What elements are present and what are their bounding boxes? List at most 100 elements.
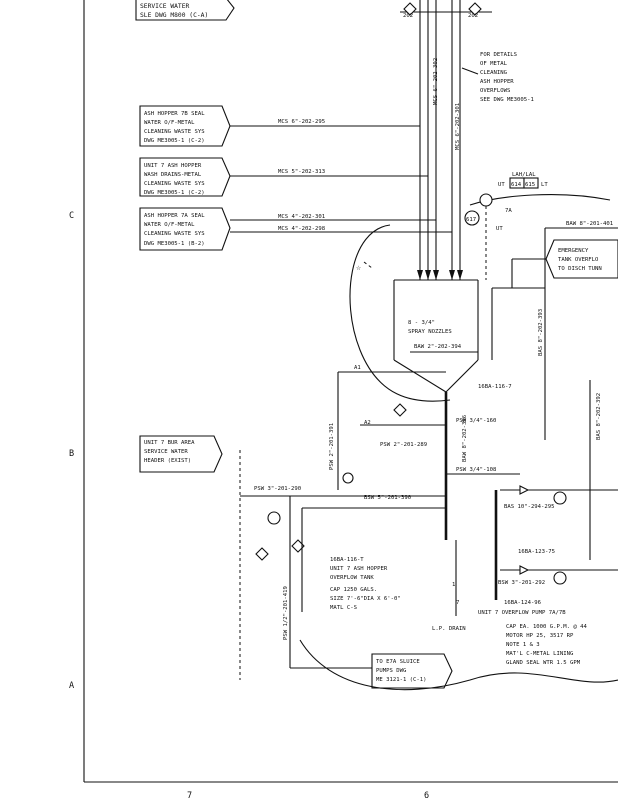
line-mcs-vert-1: MCS 6"-202-302 <box>433 58 439 105</box>
grid-col-7: 7 <box>187 791 192 800</box>
seal-7a-line-3: CLEANING WASTE SYS <box>144 231 205 237</box>
inst-bubble-2 <box>464 210 480 226</box>
seal-7b-line-2: WATER O/F-METAL <box>144 120 195 126</box>
spray-line-1: 8 - 3/4" <box>408 320 435 326</box>
inst-bubble-1-label: 617 <box>466 217 476 223</box>
grid-row-a: A <box>69 681 74 691</box>
callout-sluice-pumps <box>371 653 453 689</box>
tag-16ba-124: 16BA-124-96 <box>504 600 541 606</box>
sluice-line-3: ME 3121-1 (C-1) <box>376 677 427 683</box>
top-diamond-2 <box>468 2 482 16</box>
inst-right: 615 <box>525 182 535 188</box>
line-bawb-401: BAW 8"-201-401 <box>566 221 613 227</box>
callout-seal-water-7a <box>139 207 231 251</box>
inst-suffix: LT <box>541 182 548 188</box>
callout-seal-water-7b <box>139 105 231 147</box>
valve-circle-1 <box>342 472 354 484</box>
details-line-3: CLEANING <box>480 70 508 76</box>
callout-service-water-top <box>135 0 235 21</box>
seal-7b-line-1: ASH HOPPER 7B SEAL <box>144 111 205 117</box>
line-psw-vert-2: PSW 1/2"-201-419 <box>283 586 289 640</box>
funnel-slope-left <box>393 359 447 393</box>
tank-line-2: UNIT 7 ASH HOPPER <box>330 566 388 572</box>
line-mcs-vert-2: MCS 6"-202-301 <box>455 103 461 150</box>
inst-caption: LAH/LAL <box>512 172 536 178</box>
inst-left: 614 <box>511 182 522 188</box>
emergency-line-3: TO DISCH TUNN <box>558 266 602 272</box>
label-val-1: 1 <box>452 582 455 588</box>
header-line-2: SERVICE WATER <box>144 449 188 455</box>
tag-16ba-116-7: 16BA-116-7 <box>478 384 512 390</box>
ground-curve <box>299 639 618 691</box>
details-line-4: ASH HOPPER <box>480 79 514 85</box>
top-diamond-1 <box>403 2 417 16</box>
line-bsw-390: BSW 5"-201-390 <box>364 495 411 501</box>
inst-box-right <box>523 177 539 189</box>
pump-line-6: GLAND SEAL WTR 1.5 GPM <box>506 660 581 666</box>
callout-service-water-header <box>139 435 223 473</box>
details-leader <box>461 67 479 75</box>
line-bas-vert-1: BAS 8"-202-393 <box>538 309 544 356</box>
tank-line-4: CAP 1250 GALS. <box>330 587 377 593</box>
sluice-line-2: PUMPS DWG <box>376 668 407 674</box>
line-mcs-298: MCS 4"-202-298 <box>278 226 326 232</box>
top-tag-1: 202 <box>403 13 413 19</box>
pump-line-1: UNIT 7 OVERFLOW PUMP 7A/7B <box>478 610 566 616</box>
line-psw-108: PSW 3/4"-108 <box>456 467 497 473</box>
inst-bubble-1 <box>479 193 493 207</box>
pump-line-5: MAT'L C-METAL LINING <box>506 651 574 657</box>
valve-diamond-3 <box>255 547 269 561</box>
star-glyph: ☆ <box>356 263 361 273</box>
pump-line-2: CAP EA. 1000 G.P.M. @ 44 <box>506 624 587 630</box>
line-mcs-313: MCS 5"-202-313 <box>278 169 325 175</box>
seal-7b-line-3: CLEANING WASTE SYS <box>144 129 205 135</box>
spray-line-2: SPRAY NOZZLES <box>408 329 452 335</box>
valve-diamond-1 <box>393 403 407 417</box>
valve-a <box>519 485 530 495</box>
arrow-4 <box>449 270 455 280</box>
arrow-3 <box>433 270 439 280</box>
hopper-curve-left <box>349 224 451 402</box>
label-val-2: 7 <box>456 600 459 606</box>
line-mcs-301: MCS 4"-202-301 <box>278 214 325 220</box>
seal-7a-line-1: ASH HOPPER 7A SEAL <box>144 213 205 219</box>
valve-b <box>519 565 530 575</box>
line-psw-vert: PSW 2"-201-391 <box>329 423 335 470</box>
pump-b-symbol <box>553 571 567 585</box>
callout-top-line-2: SLE DWG M800 (C-A) <box>140 12 208 19</box>
arrow-1 <box>417 270 423 280</box>
header-line-1: UNIT 7 BUR AREA <box>144 440 195 446</box>
emergency-line-1: EMERGENCY <box>558 248 589 254</box>
wash-line-4: DWG ME3005-1 (C-2) <box>144 190 205 196</box>
line-baw-vert: BAW 8"-202-396 <box>462 415 468 462</box>
tank-line-3: OVERFLOW TANK <box>330 575 374 581</box>
emergency-line-2: TANK OVERFLO <box>558 257 599 263</box>
grid-row-b: B <box>69 449 74 459</box>
label-ut: UT <box>496 226 503 232</box>
grid-row-c: C <box>69 211 74 221</box>
seal-7a-line-4: DWG ME3005-1 (B-2) <box>144 241 205 247</box>
callout-hopper-wash <box>139 157 231 197</box>
line-mcs-295: MCS 6"-202-295 <box>278 119 325 125</box>
arrow-2 <box>425 270 431 280</box>
inst-prefix: UT <box>498 182 505 188</box>
line-bas-297: BAS 10"-294-295 <box>504 504 555 510</box>
sluice-line-1: TO E7A SLUICE <box>376 659 420 665</box>
wash-line-1: UNIT 7 ASH HOPPER <box>144 163 202 169</box>
wash-line-2: WASH DRAINS-METAL <box>144 172 202 178</box>
arrow-5 <box>457 270 463 280</box>
tank-line-1: 16BA-116-T <box>330 557 364 563</box>
details-line-5: OVERFLOWS <box>480 88 510 94</box>
line-psw-290: PSW 3"-201-290 <box>254 486 301 492</box>
details-line-6: SEE DWG ME3005-1 <box>480 97 534 103</box>
wash-line-3: CLEANING WASTE SYS <box>144 181 205 187</box>
pump-a-symbol <box>553 491 567 505</box>
top-tag-2: 202 <box>468 13 478 19</box>
header-line-3: HEADER (EXIST) <box>144 458 191 464</box>
grid-col-6: 6 <box>424 791 429 800</box>
tank-line-6: MATL C-S <box>330 605 357 611</box>
label-lp-drain: L.P. DRAIN <box>432 626 466 632</box>
line-bsw-292: BSW 3"-201-292 <box>498 580 545 586</box>
label-a1: A1 <box>354 365 361 371</box>
